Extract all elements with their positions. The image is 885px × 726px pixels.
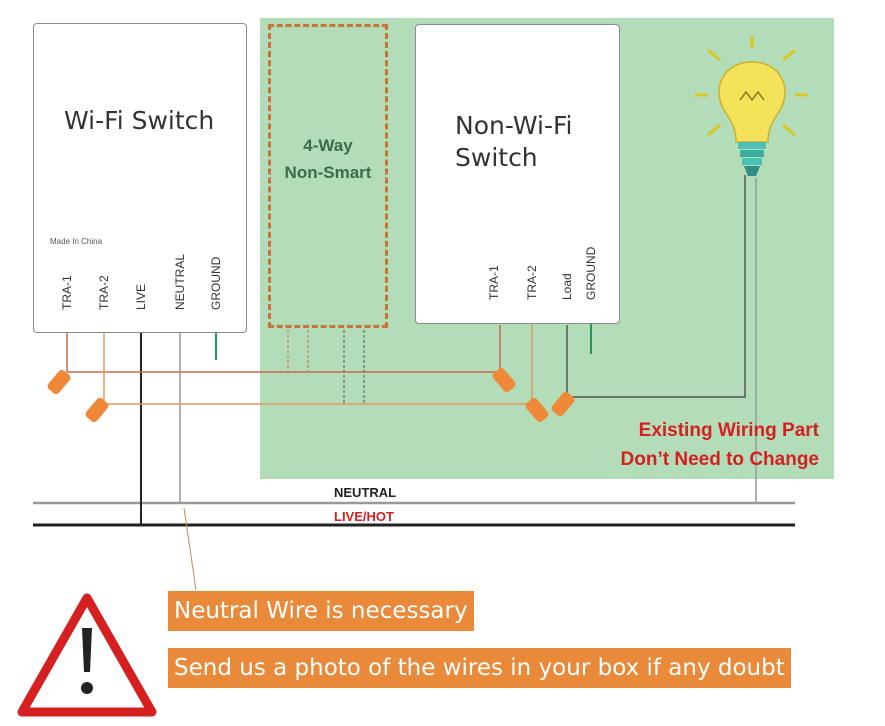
nonwifi-terminal-ground: GROUND (584, 246, 598, 300)
non-wifi-switch-title-line1: Non-Wi-Fi (455, 111, 573, 140)
wifi-terminal-tra2: TRA-2 (97, 275, 111, 310)
made-in-label: Made In China (50, 237, 103, 246)
tra2-wire (103, 325, 533, 405)
wifi-terminal-live: LIVE (134, 283, 148, 310)
wifi-switch-box (33, 23, 247, 333)
nonwifi-terminal-load: Load (560, 273, 574, 300)
wifi-switch-title: Wi-Fi Switch (64, 106, 215, 135)
existing-wiring-note-line2: Don’t Need to Change (620, 449, 819, 470)
wifi-terminal-ground: GROUND (209, 256, 223, 310)
photo-warning-bar: Send us a photo of the wires in your box… (168, 648, 791, 688)
load-wire (566, 175, 746, 398)
four-way-switch-box (268, 24, 388, 328)
nonwifi-terminal-tra1: TRA-1 (487, 265, 501, 300)
wifi-terminal-neutral: NEUTRAL (173, 253, 187, 310)
non-wifi-switch-box (415, 24, 620, 324)
warning-icon (17, 593, 157, 717)
tra1-wire (66, 325, 501, 373)
neutral-line-label: NEUTRAL (334, 485, 397, 500)
non-wifi-switch-title-line2: Switch (455, 143, 538, 172)
wifi-terminal-tra1: TRA-1 (60, 275, 74, 310)
live-line-label: LIVE/HOT (334, 509, 394, 524)
four-way-label-line1: 4-Way (303, 136, 353, 155)
neutral-warning-bar: Neutral Wire is necessary (168, 591, 474, 631)
light-bulb-icon (695, 36, 808, 176)
existing-wiring-note-line1: Existing Wiring Part (638, 420, 819, 441)
nonwifi-terminal-tra2: TRA-2 (525, 265, 539, 300)
wire-nut (47, 367, 575, 423)
four-way-label-line2: Non-Smart (284, 163, 372, 182)
